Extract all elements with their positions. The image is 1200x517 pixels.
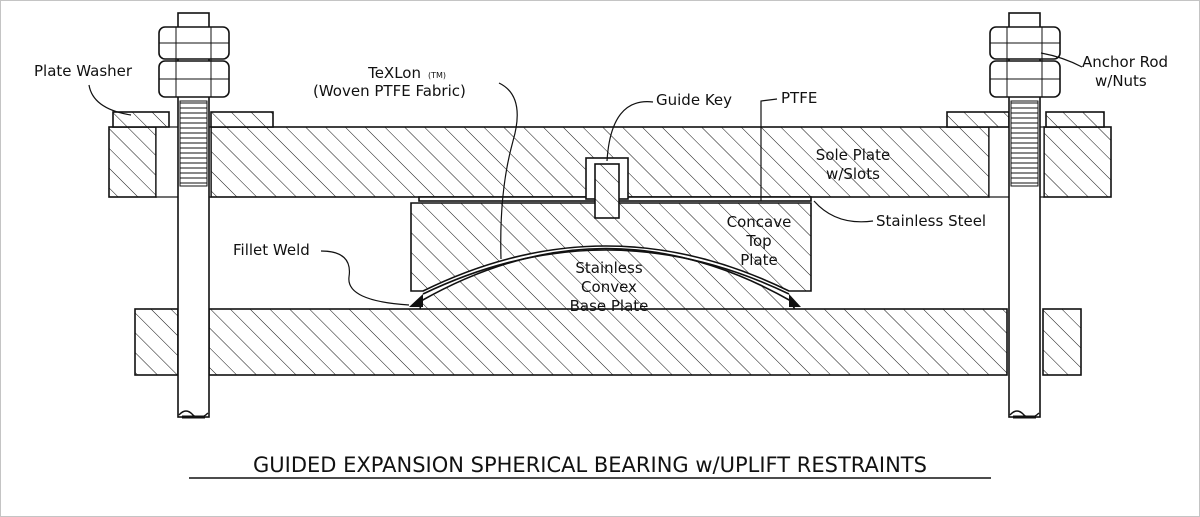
label-anchor-rod: Anchor Rod	[1082, 53, 1168, 71]
label-sole-plate-slots: w/Slots	[826, 165, 880, 183]
label-concave: Concave	[727, 213, 792, 231]
label-fillet-weld: Fillet Weld	[233, 241, 310, 259]
leader-stainless-steel	[813, 200, 874, 223]
convex-base-plate	[418, 247, 801, 320]
plate-washer-left	[112, 111, 274, 128]
label-stainless-steel: Stainless Steel	[876, 212, 986, 230]
leader-texlon	[498, 82, 518, 260]
anchor-nuts-right	[989, 26, 1061, 98]
label-plate-washer: Plate Washer	[34, 62, 133, 80]
plate-washer-right	[946, 111, 1105, 128]
leader-anchor-rod	[1040, 52, 1083, 68]
leader-plate-washer	[88, 84, 132, 116]
label-anchor-rod-nuts: w/Nuts	[1095, 72, 1147, 90]
label-ptfe: PTFE	[781, 89, 817, 107]
base-plate	[134, 308, 1082, 376]
anchor-nuts-left	[158, 26, 230, 98]
label-convex: Convex	[581, 278, 637, 296]
leader-ptfe	[760, 98, 778, 201]
leader-fillet-weld	[320, 250, 410, 306]
label-convex-stainless: Stainless	[575, 259, 642, 277]
label-sole-plate: Sole Plate	[816, 146, 890, 164]
label-texlon-tm: (TM)	[428, 71, 446, 80]
label-convex-base-plate: Base Plate	[570, 297, 649, 315]
leader-guide-key	[606, 101, 654, 162]
label-texlon-desc: (Woven PTFE Fabric)	[313, 82, 466, 100]
label-texlon: TeXLon	[367, 64, 421, 82]
fillet-weld-left	[409, 294, 423, 307]
label-guide-key: Guide Key	[656, 91, 732, 109]
concave-top-plate	[410, 202, 812, 292]
label-concave-plate: Plate	[740, 251, 778, 269]
diagram-title: GUIDED EXPANSION SPHERICAL BEARING w/UPL…	[253, 453, 927, 477]
fillet-weld-right	[789, 294, 801, 307]
label-concave-top: Top	[745, 232, 771, 250]
